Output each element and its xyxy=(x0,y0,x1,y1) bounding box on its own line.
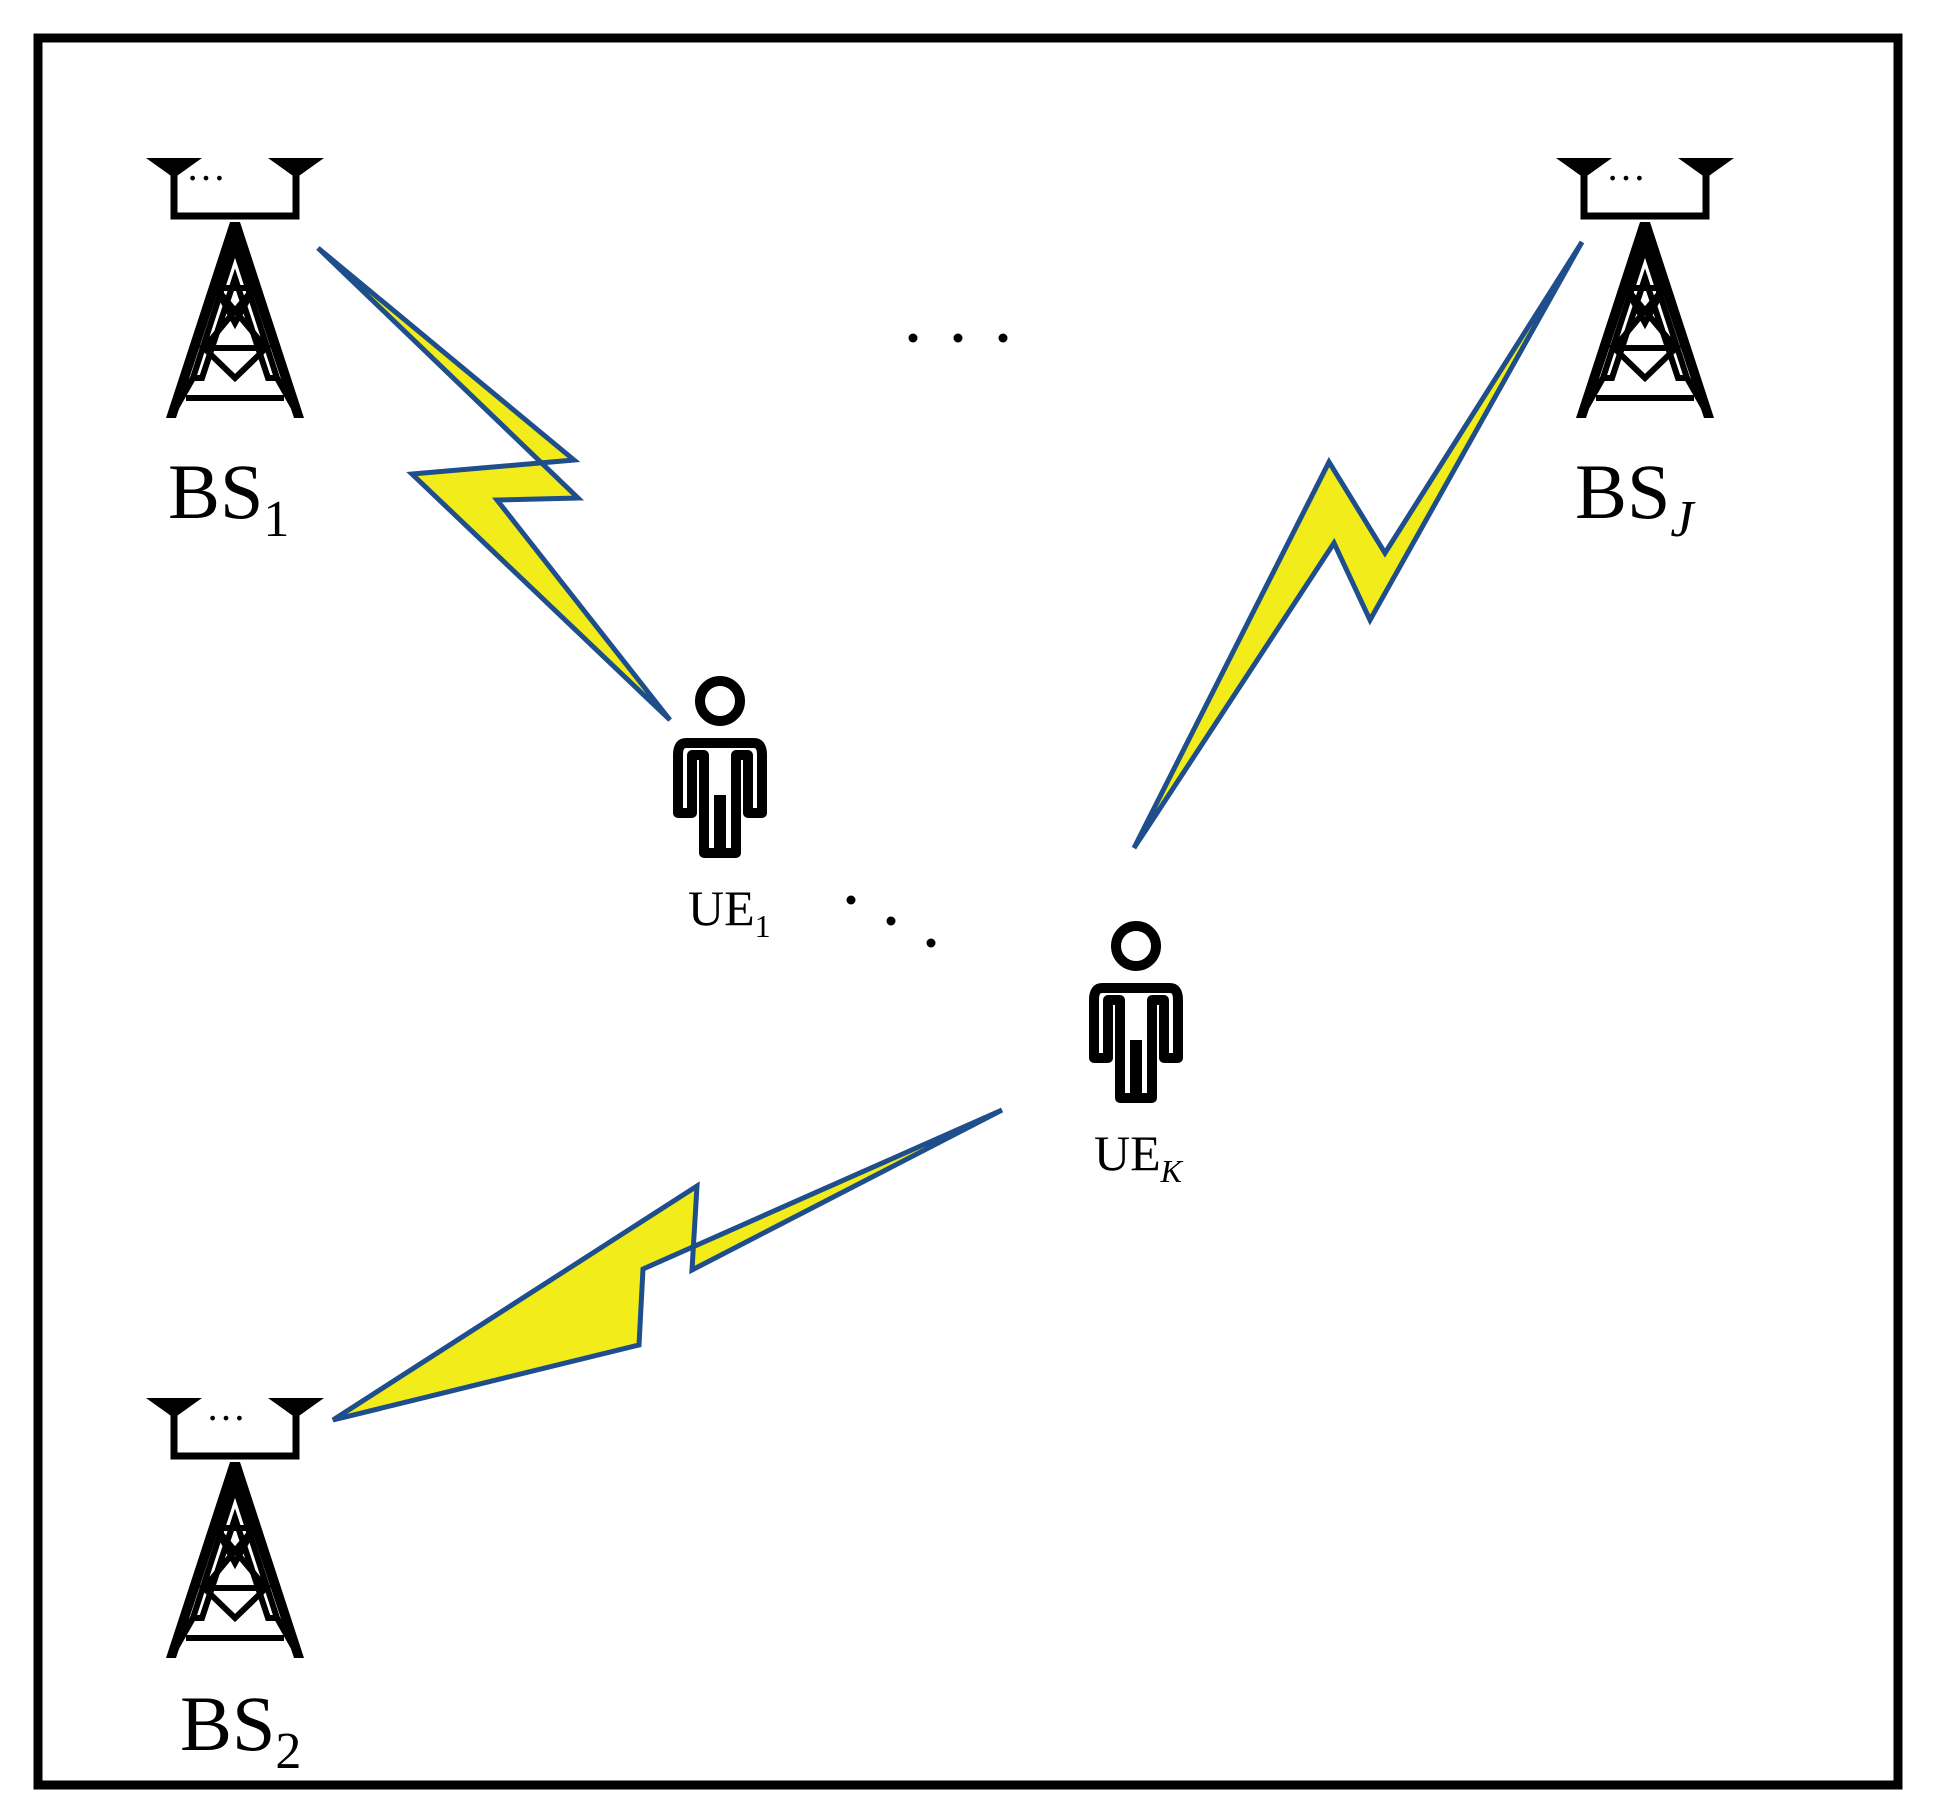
base-station-1: … BS1 xyxy=(146,144,324,548)
tower-icon xyxy=(146,1398,324,1658)
ellipsis-top xyxy=(908,333,1008,343)
bs-label: BSJ xyxy=(1575,448,1696,548)
tower-icon xyxy=(146,158,324,418)
base-station-2: … BS2 xyxy=(146,1384,324,1780)
user-1: UE1 xyxy=(678,681,771,944)
antenna-dots: … xyxy=(186,144,226,189)
user-k: UEK xyxy=(1094,926,1184,1189)
link-bsj-uek xyxy=(1131,240,1585,850)
ue-label: UE1 xyxy=(688,880,771,944)
bs-label: BS2 xyxy=(180,1680,301,1780)
ellipsis-middle xyxy=(846,895,936,948)
bs-label: BS1 xyxy=(168,448,289,548)
link-bs2-uek xyxy=(331,1107,1004,1423)
base-station-j: … BSJ xyxy=(1556,144,1734,548)
link-bs1-ue1 xyxy=(316,246,672,722)
antenna-dots: … xyxy=(1606,144,1646,189)
person-icon xyxy=(1094,926,1178,1098)
frame-border xyxy=(33,33,1903,1790)
ue-label: UEK xyxy=(1094,1125,1184,1189)
tower-icon xyxy=(1556,158,1734,418)
person-icon xyxy=(678,681,762,853)
antenna-dots: … xyxy=(206,1384,246,1429)
